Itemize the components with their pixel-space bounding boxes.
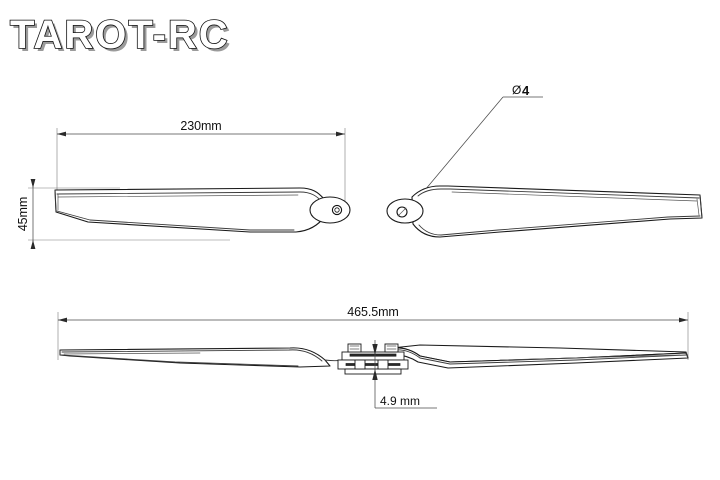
hub-base-plate [344, 368, 402, 375]
blade-hub-bore-inner [334, 207, 340, 213]
dimension-465-5mm: 465.5mm [58, 305, 688, 323]
hub-mount-assembly [337, 343, 409, 375]
dim-label-4-9mm: 4.9 mm [380, 394, 420, 408]
arrow-left-465 [58, 317, 67, 323]
dim-label-230mm: 230mm [180, 119, 221, 133]
blade-tip-cap [54, 189, 57, 213]
left-blade-edge-thin-line [63, 352, 201, 355]
logo-shadow-layer: TAROT-RC [13, 16, 233, 60]
arrow-bottom-45 [30, 240, 36, 249]
blade-trailing-edge-line [56, 210, 295, 231]
hub-detail-slot-1 [354, 359, 366, 370]
arrow-top-4-9 [372, 344, 378, 355]
hub-band-upper [349, 353, 397, 357]
dim-label-45mm: 45mm [16, 197, 30, 231]
arrow-right-465 [679, 317, 688, 323]
arrow-bottom-4-9 [372, 369, 378, 380]
dimension-45mm: 45mm [16, 179, 36, 249]
logo-angular-accents [62, 22, 80, 26]
view-single-blade-plan: 230mm 45mm [16, 119, 351, 249]
right-blade-edge-thin-line [499, 354, 681, 361]
hub-bolt-head-right [384, 343, 399, 353]
blade-tip-cap-right-inner [696, 198, 700, 216]
tarot-rc-logo: TAROT-RC TAROT-RC [9, 12, 233, 60]
left-blade-edge-bottom-line [60, 354, 299, 367]
blade-trailing-edge-line-right [418, 215, 701, 236]
view-assembled-propeller-edge: 465.5mm [57, 305, 689, 409]
blade-outline-left-view [54, 187, 330, 233]
blade-leading-edge-line-2 [57, 194, 299, 198]
blade-leading-edge-line-right [417, 188, 700, 199]
blade-hub-lug [309, 196, 351, 224]
blade-leading-edge-line-right-2 [451, 191, 698, 202]
dim-label-diameter-4: 4 [522, 83, 530, 98]
logo-wordmark: TAROT-RC [10, 13, 230, 57]
arrow-left-230 [57, 131, 66, 137]
diameter-symbol-icon: Ø [512, 83, 521, 97]
arrow-top-45 [30, 179, 36, 188]
left-blade-edge-outline [59, 347, 331, 368]
blade-tip-cap-right [699, 194, 703, 219]
dim-label-465-5mm: 465.5mm [347, 305, 398, 319]
right-blade-tip-cap [685, 351, 689, 359]
blade-outline-right-view [411, 185, 703, 238]
left-blade-edge-top-line [61, 349, 323, 362]
hub-detail-slot-2 [377, 359, 389, 370]
bore-center-mark [397, 207, 407, 217]
view-single-blade-mirrored: Ø 4 [386, 83, 703, 238]
arrow-right-230 [336, 131, 345, 137]
dimension-230mm: 230mm [57, 119, 345, 137]
dimension-4-9mm: 4.9 mm [372, 340, 437, 409]
hub-bolt-head-left [347, 343, 362, 353]
hub-band-lower [345, 363, 401, 366]
